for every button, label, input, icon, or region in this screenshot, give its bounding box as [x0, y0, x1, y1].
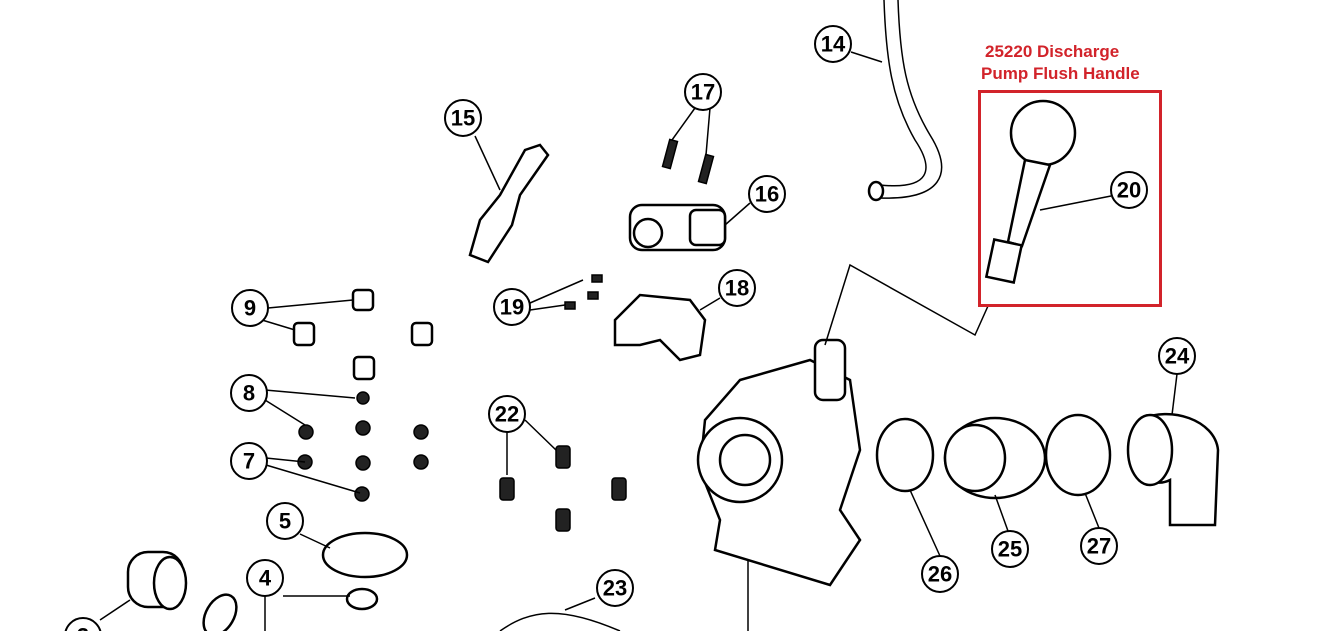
svg-text:24: 24	[1165, 344, 1190, 369]
part-lever-15	[468, 143, 550, 264]
callout-15[interactable]: 15	[444, 99, 482, 137]
part-bracket-18	[613, 293, 707, 362]
highlight-box-flush-handle	[978, 90, 1162, 307]
part-bracket-23	[499, 612, 621, 631]
leader-lines	[99, 51, 1178, 631]
callout-4[interactable]: 4	[246, 559, 284, 597]
svg-text:3: 3	[77, 624, 89, 631]
callout-23[interactable]: 23	[596, 569, 634, 607]
svg-text:17: 17	[691, 80, 715, 105]
part-elbow-24	[1126, 412, 1220, 527]
part-bolts-22	[499, 445, 627, 532]
callout-19[interactable]: 19	[493, 288, 531, 326]
part-clamp-26	[875, 417, 935, 493]
svg-text:27: 27	[1087, 534, 1111, 559]
svg-text:25: 25	[998, 537, 1022, 562]
svg-text:14: 14	[821, 32, 846, 57]
svg-text:7: 7	[243, 449, 255, 474]
highlight-label-line2: Pump Flush Handle	[981, 64, 1140, 83]
svg-text:20: 20	[1117, 178, 1141, 203]
callout-24[interactable]: 24	[1158, 337, 1196, 375]
part-valve-16	[628, 203, 727, 252]
callout-17[interactable]: 17	[684, 73, 722, 111]
part-hose-14	[867, 0, 943, 202]
part-nuts-8-7	[297, 391, 429, 502]
callout-7[interactable]: 7	[230, 442, 268, 480]
part-clamp-27	[1044, 413, 1112, 497]
callout-16[interactable]: 16	[748, 175, 786, 213]
part-cap-4	[202, 587, 379, 631]
callout-9[interactable]: 9	[231, 289, 269, 327]
svg-text:23: 23	[603, 576, 627, 601]
callout-18[interactable]: 18	[718, 269, 756, 307]
part-oring-5	[321, 531, 409, 579]
part-screws-19	[564, 274, 603, 310]
svg-text:19: 19	[500, 295, 524, 320]
part-pump-body	[696, 338, 862, 631]
callout-20[interactable]: 20	[1110, 171, 1148, 209]
svg-text:4: 4	[259, 566, 272, 591]
svg-text:26: 26	[928, 562, 952, 587]
callout-26[interactable]: 26	[921, 555, 959, 593]
callout-25[interactable]: 25	[991, 530, 1029, 568]
svg-text:18: 18	[725, 276, 749, 301]
callout-14[interactable]: 14	[814, 25, 852, 63]
callout-5[interactable]: 5	[266, 502, 304, 540]
highlight-label-line1: 25220 Discharge	[985, 42, 1120, 61]
svg-text:16: 16	[755, 182, 779, 207]
part-coupler-3	[126, 550, 188, 611]
svg-text:15: 15	[451, 106, 475, 131]
svg-text:5: 5	[279, 509, 291, 534]
svg-text:9: 9	[244, 296, 256, 321]
part-handle-20	[984, 99, 1077, 284]
svg-text:22: 22	[495, 402, 519, 427]
callout-8[interactable]: 8	[230, 374, 268, 412]
part-adapter-25	[943, 416, 1047, 500]
svg-text:8: 8	[243, 381, 255, 406]
part-screws-17	[661, 138, 715, 185]
callout-27[interactable]: 27	[1080, 527, 1118, 565]
callout-22[interactable]: 22	[488, 395, 526, 433]
callout-3[interactable]: 3	[64, 617, 102, 631]
